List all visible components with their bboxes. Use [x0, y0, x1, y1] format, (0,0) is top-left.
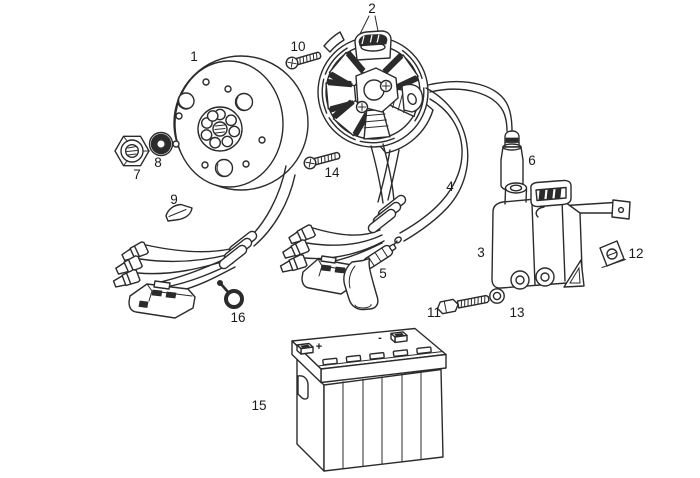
callout-11: 11 — [427, 305, 441, 320]
battery-minus-mark: - — [378, 332, 382, 344]
callout-2-leader — [359, 15, 379, 35]
harness-left-connector — [128, 280, 196, 319]
callout-14: 14 — [324, 165, 340, 180]
part-woodruff-key-9 — [165, 203, 193, 222]
stator-harness-wires — [370, 143, 395, 204]
callout-labels: 1 2 3 4 5 6 7 8 9 10 11 12 13 14 15 16 — [133, 1, 643, 413]
part-flywheel-rotor — [172, 55, 309, 247]
battery-terminal-negative — [390, 331, 408, 344]
callout-2: 2 — [368, 1, 376, 16]
battery-terminal-positive — [296, 342, 314, 355]
part-cable-clamp-16 — [216, 279, 244, 309]
callout-15: 15 — [251, 398, 266, 413]
part-screw-14 — [303, 151, 341, 170]
part-battery: + - — [291, 327, 447, 472]
callout-7: 7 — [133, 167, 141, 182]
part-spark-cable — [394, 81, 513, 244]
callout-16: 16 — [230, 310, 245, 325]
harness-left — [111, 228, 260, 319]
harness-right — [278, 149, 409, 311]
part-washer-8 — [148, 131, 174, 157]
part-bolt-11 — [436, 294, 490, 315]
part-nut-7 — [114, 135, 150, 167]
stator-ignition-coil — [354, 30, 392, 61]
callout-4: 4 — [446, 179, 454, 194]
callout-3: 3 — [477, 245, 485, 260]
callout-9: 9 — [170, 192, 178, 207]
callout-5: 5 — [379, 266, 387, 281]
callout-13: 13 — [509, 305, 524, 320]
callout-10: 10 — [290, 39, 305, 54]
part-screw-10 — [285, 51, 322, 70]
cap-wire — [427, 81, 513, 132]
part-stator-plate — [317, 15, 434, 154]
battery-plus-mark: + — [316, 341, 322, 353]
part-elbow-boot-5 — [343, 257, 379, 311]
part-spark-plug-cap — [500, 130, 524, 192]
part-cdi-coil-unit — [491, 179, 631, 290]
part-washer-13 — [489, 288, 505, 304]
callout-8: 8 — [154, 155, 162, 170]
part-clip-nut — [599, 240, 626, 268]
callout-1: 1 — [190, 49, 198, 64]
callout-12: 12 — [628, 246, 643, 261]
callout-6: 6 — [528, 153, 536, 168]
